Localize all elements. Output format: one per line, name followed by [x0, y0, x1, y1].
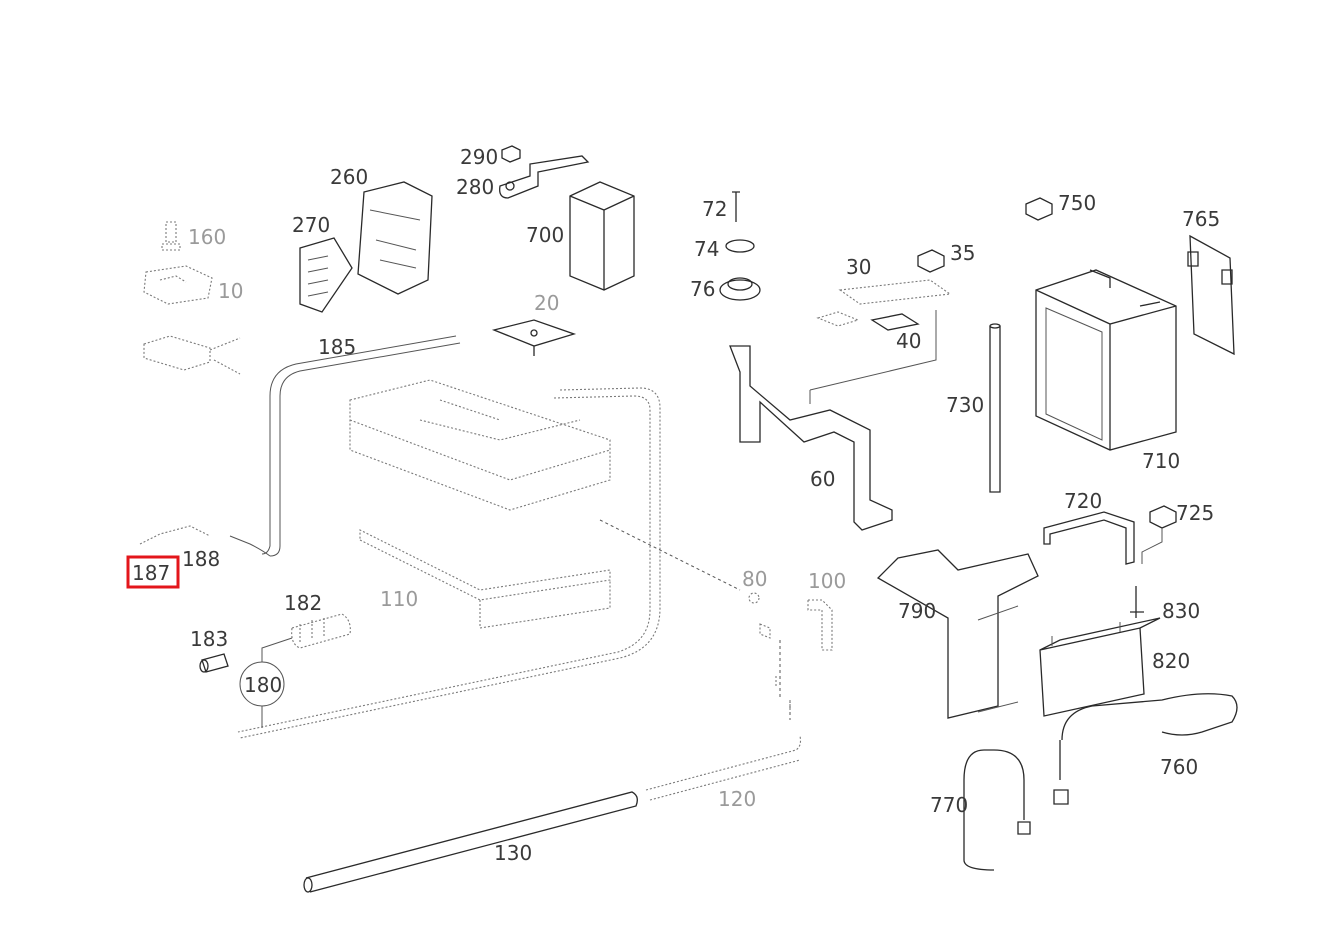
part-40-drawing — [870, 313, 920, 331]
part-label-187[interactable]: 187 — [132, 561, 170, 585]
cable-760-drawing — [1053, 693, 1238, 805]
part-label-130[interactable]: 130 — [494, 841, 532, 865]
part-700-drawing — [569, 181, 635, 291]
part-label-280[interactable]: 280 — [456, 175, 494, 199]
battery-820-drawing — [1039, 617, 1161, 717]
part-label-710[interactable]: 710 — [1142, 449, 1180, 473]
part-label-790[interactable]: 790 — [898, 599, 936, 623]
part-label-760[interactable]: 760 — [1160, 755, 1198, 779]
part-label-35[interactable]: 35 — [950, 241, 975, 265]
part-160-drawing — [161, 221, 181, 251]
part-label-160[interactable]: 160 — [188, 225, 226, 249]
part-clip-drawing — [143, 265, 213, 305]
part-label-30[interactable]: 30 — [846, 255, 871, 279]
part-label-730[interactable]: 730 — [946, 393, 984, 417]
part-label-110[interactable]: 110 — [380, 587, 418, 611]
part-label-765[interactable]: 765 — [1182, 207, 1220, 231]
part-182-drawing — [291, 613, 351, 649]
cable-770-drawing — [963, 749, 1031, 871]
part-label-700[interactable]: 700 — [526, 223, 564, 247]
part-765-cover-drawing — [1187, 234, 1235, 356]
part-260-drawing — [357, 181, 433, 295]
part-label-830[interactable]: 830 — [1162, 599, 1200, 623]
part-270-drawing — [299, 237, 353, 313]
cable-harness-drawing — [237, 387, 741, 739]
part-750-nut-drawing — [1025, 197, 1053, 221]
part-label-74[interactable]: 74 — [694, 237, 719, 261]
highlight-box-187 — [126, 555, 180, 589]
part-30-drawing — [816, 279, 952, 327]
part-76-drawing — [719, 277, 761, 301]
part-20-drawing — [491, 319, 577, 356]
tube-120-drawing — [645, 640, 802, 801]
part-80-drawing — [748, 592, 771, 639]
part-label-10[interactable]: 10 — [218, 279, 243, 303]
part-label-20[interactable]: 20 — [534, 291, 559, 315]
part-label-725[interactable]: 725 — [1176, 501, 1214, 525]
part-74-drawing — [725, 239, 755, 253]
part-label-72[interactable]: 72 — [702, 197, 727, 221]
bracket-60-drawing — [729, 310, 937, 531]
part-label-100[interactable]: 100 — [808, 569, 846, 593]
part-label-750[interactable]: 750 — [1058, 191, 1096, 215]
part-label-270[interactable]: 270 — [292, 213, 330, 237]
part-bracket-left-drawing — [143, 335, 241, 375]
part-label-180[interactable]: 180 — [244, 673, 282, 697]
part-label-182[interactable]: 182 — [284, 591, 322, 615]
part-100-drawing — [807, 599, 833, 651]
part-290-nut-drawing — [501, 145, 521, 163]
part-label-188[interactable]: 188 — [182, 547, 220, 571]
part-label-80[interactable]: 80 — [742, 567, 767, 591]
rod-730-drawing — [989, 323, 1001, 493]
part-label-185[interactable]: 185 — [318, 335, 356, 359]
part-label-770[interactable]: 770 — [930, 793, 968, 817]
part-label-260[interactable]: 260 — [330, 165, 368, 189]
bolt-830-drawing — [1130, 586, 1144, 618]
part-725-nut-drawing — [1141, 505, 1177, 564]
part-label-40[interactable]: 40 — [896, 329, 921, 353]
battery-710-drawing — [1035, 269, 1177, 451]
battery-tray-drawing — [349, 379, 611, 629]
part-label-120[interactable]: 120 — [718, 787, 756, 811]
part-label-820[interactable]: 820 — [1152, 649, 1190, 673]
part-280-bracket-drawing — [499, 155, 590, 199]
part-35-nut-drawing — [917, 249, 945, 273]
part-label-720[interactable]: 720 — [1064, 489, 1102, 513]
callout-180-circle — [239, 637, 293, 728]
tube-130-drawing — [303, 791, 638, 893]
part-label-60[interactable]: 60 — [810, 467, 835, 491]
hose-185-drawing — [139, 335, 461, 557]
part-label-183[interactable]: 183 — [190, 627, 228, 651]
part-183-drawing — [199, 653, 229, 673]
part-110-drawing — [775, 676, 791, 712]
part-72-drawing — [732, 191, 740, 222]
bracket-720-drawing — [1043, 511, 1135, 565]
part-label-76[interactable]: 76 — [690, 277, 715, 301]
part-label-290[interactable]: 290 — [460, 145, 498, 169]
bracket-790-drawing — [876, 549, 1039, 719]
